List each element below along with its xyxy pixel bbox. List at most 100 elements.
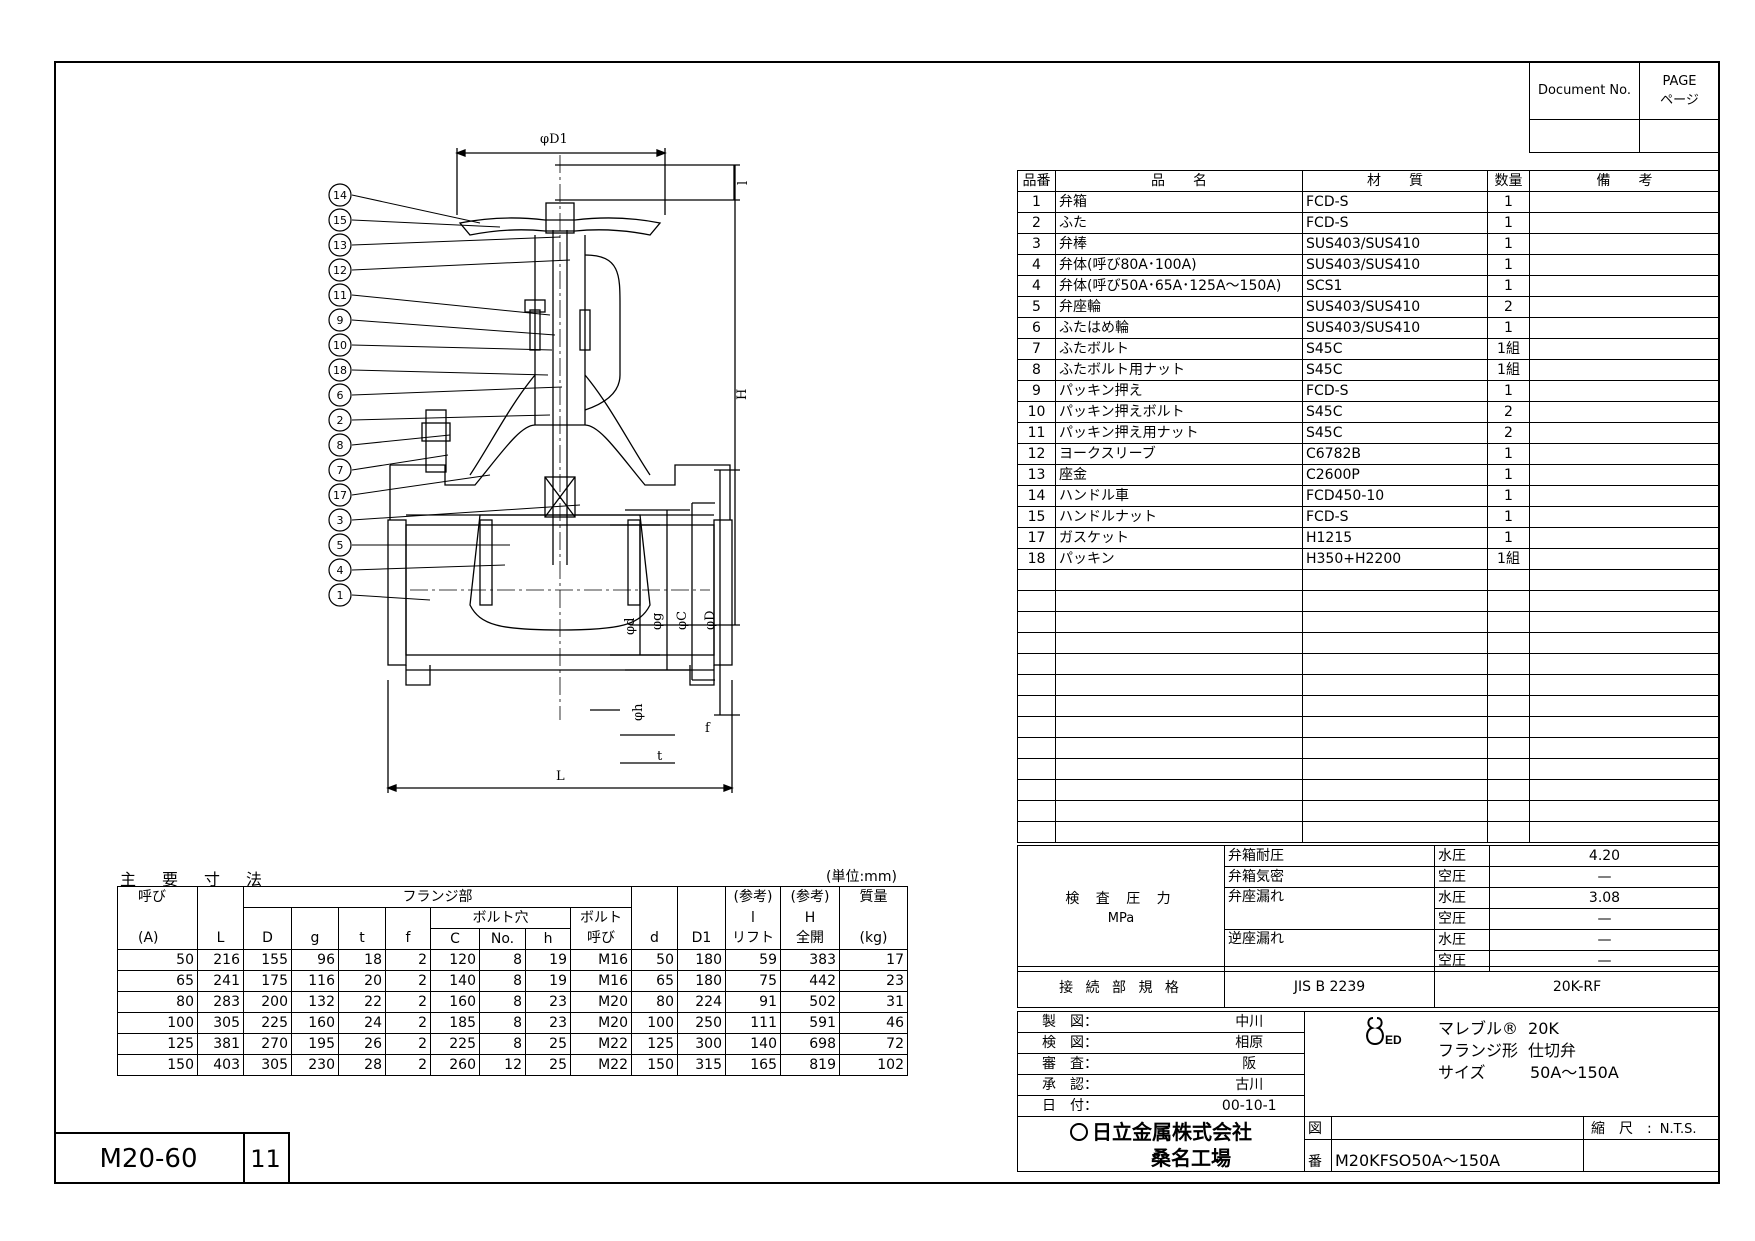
parts-cell-qty: 1 (1487, 191, 1530, 213)
parts-cell-qty (1487, 695, 1530, 717)
product-line2-value: 仕切弁 (1528, 1041, 1577, 1060)
header-name: 品 名 (1055, 170, 1303, 192)
parts-cell-remarks (1529, 821, 1720, 843)
dims-h-bolt: ボルト (570, 907, 632, 929)
parts-cell-name (1055, 653, 1303, 675)
parts-cell-no (1017, 569, 1056, 591)
insp-value: — (1489, 908, 1720, 930)
parts-cell-no: 6 (1017, 317, 1056, 339)
parts-cell-qty: 1 (1487, 212, 1530, 234)
dims-cell: 18 (338, 949, 386, 971)
parts-cell-name: 弁箱 (1055, 191, 1303, 213)
callout-number: 5 (337, 539, 344, 552)
dims-cell: 270 (243, 1033, 292, 1055)
callout-balloon: 15 (328, 208, 501, 232)
parts-cell-name: ふたボルト (1055, 338, 1303, 360)
callout-number: 8 (337, 439, 344, 452)
parts-cell-no: 18 (1017, 548, 1056, 570)
parts-cell-no: 13 (1017, 464, 1056, 486)
parts-cell-no (1017, 632, 1056, 654)
dims-cell: 72 (839, 1033, 908, 1055)
parts-cell-no: 8 (1017, 359, 1056, 381)
callout-circle (328, 333, 352, 357)
dims-h-d: d (631, 928, 678, 950)
dims-cell: 24 (338, 1012, 386, 1034)
callout-balloon: 1 (328, 583, 431, 607)
parts-cell-qty (1487, 800, 1530, 822)
parts-cell-remarks (1529, 338, 1720, 360)
parts-cell-remarks (1529, 590, 1720, 612)
main-dimensions-table: 呼び フランジ部 (参考) (参考) 質量 ボルト穴 ボルト l H (A) L… (117, 886, 908, 1076)
dims-h-H: H (780, 907, 840, 929)
parts-cell-no: 1 (1017, 191, 1056, 213)
callout-number: 13 (333, 239, 347, 252)
parts-cell-no (1017, 653, 1056, 675)
parts-cell-qty (1487, 737, 1530, 759)
callout-leader (351, 259, 571, 271)
dims-cell: 150 (117, 1054, 198, 1076)
parts-cell-qty: 1 (1487, 506, 1530, 528)
parts-row-blank (1017, 779, 1720, 801)
dims-cell: 111 (725, 1012, 781, 1034)
callout-circle (328, 583, 352, 607)
callout-number: 15 (333, 214, 347, 227)
callout-balloon: 7 (328, 454, 449, 482)
parts-cell-material: S45C (1302, 338, 1488, 360)
scale-blank (1583, 1138, 1720, 1173)
dims-cell: 25 (525, 1054, 571, 1076)
parts-cell-name: ガスケット (1055, 527, 1303, 549)
dims-cell: 2 (385, 1054, 431, 1076)
parts-row-blank (1017, 695, 1720, 717)
parts-cell-qty (1487, 611, 1530, 633)
callout-leader (351, 594, 431, 601)
insp-medium: 水圧 (1434, 887, 1490, 909)
parts-cell-name (1055, 821, 1303, 843)
insp-value: 3.08 (1489, 887, 1720, 909)
dim-label-l: l (736, 181, 751, 185)
dims-cell: 502 (780, 991, 840, 1013)
dims-cell: 116 (291, 970, 339, 992)
dim-label-C: φC (675, 611, 690, 630)
callout-balloon: 4 (328, 558, 506, 582)
callout-number: 1 (337, 589, 344, 602)
callout-balloon: 17 (328, 474, 491, 507)
dims-cell: M16 (570, 970, 632, 992)
callout-number: 2 (337, 414, 344, 427)
parts-cell-no (1017, 590, 1056, 612)
dim-label-h: φh (631, 703, 646, 721)
dims-cell: 100 (631, 1012, 678, 1034)
callout-number: 6 (337, 389, 344, 402)
parts-cell-name (1055, 674, 1303, 696)
dims-cell: 225 (243, 1012, 292, 1034)
dims-h-f: f (385, 928, 431, 950)
model-code: M20-60 (54, 1132, 245, 1184)
signoff-name: 相原 (1107, 1032, 1305, 1054)
parts-cell-name (1055, 590, 1303, 612)
dims-cell: 31 (839, 991, 908, 1013)
parts-cell-remarks (1529, 443, 1720, 465)
dims-h-ref1: (参考) (725, 886, 781, 908)
drawing-blank (1331, 1116, 1584, 1140)
dims-cell: 8 (479, 1033, 526, 1055)
parts-cell-qty (1487, 653, 1530, 675)
callout-leader (351, 236, 561, 246)
dims-cell: 102 (839, 1054, 908, 1076)
signoff-name: 古川 (1107, 1074, 1305, 1096)
callout-balloon: 14 (328, 183, 481, 224)
parts-cell-material: SUS403/SUS410 (1302, 254, 1488, 276)
parts-cell-name (1055, 737, 1303, 759)
callout-number: 11 (333, 289, 347, 302)
dims-h-full: 全開 (780, 928, 840, 950)
parts-cell-remarks (1529, 632, 1720, 654)
product-line1-label: マレブル® (1438, 1019, 1519, 1038)
parts-cell-remarks (1529, 191, 1720, 213)
